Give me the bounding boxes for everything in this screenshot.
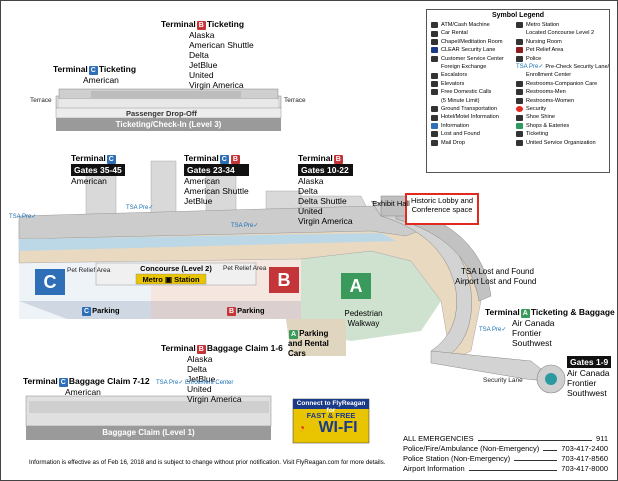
tsa-enrollment-label: TSA Pre✓ Enrollment Center [156, 380, 234, 386]
escalator-icon [431, 72, 438, 79]
legend-left-column: ATM/Cash Machine Car Rental Chapel/Medit… [431, 21, 516, 147]
atm-icon [431, 22, 438, 29]
car-rental-icon [431, 30, 438, 37]
terminal-b-letter: B [277, 270, 291, 290]
chapel-icon [431, 39, 438, 46]
tsa-pre-left: TSA Pre✓ [9, 214, 37, 220]
baggage-level-label: Baggage Claim (Level 1) [102, 428, 195, 437]
ticketing-icon [516, 131, 523, 138]
lost-found-icon [431, 131, 438, 138]
police-icon [516, 55, 523, 62]
gates-10-22-label: Gates 10-22 [298, 164, 353, 176]
pedestrian-walkway-label: Pedestrian Walkway [344, 309, 383, 328]
wifi-icon: ◔ [298, 421, 306, 435]
lost-and-found-label: TSA Lost and Found Airport Lost and Foun… [455, 267, 537, 286]
terminal-c-letter: C [43, 272, 57, 292]
historic-lobby-label: Historic Lobby and Conference space [410, 196, 474, 214]
clear-security-icon [431, 47, 438, 54]
customer-service-icon [431, 55, 438, 62]
shoe-shine-icon [516, 114, 523, 121]
tsa-pre-right: TSA Pre✓ [231, 223, 259, 229]
gates-35-45-label: Gates 35-45 [71, 164, 125, 176]
information-icon [431, 123, 438, 130]
metro-station-label: Metro ▣ Station [142, 275, 200, 284]
ground-transport-icon [431, 106, 438, 113]
uso-icon [516, 139, 523, 146]
security-icon [516, 106, 523, 113]
passenger-dropoff: Passenger Drop-Off [126, 109, 197, 118]
companion-restroom-icon [516, 81, 523, 88]
ticketing-level-label: Ticketing/Check-In (Level 3) [115, 120, 222, 129]
womens-restroom-icon [516, 97, 523, 104]
legend-right-column: Metro Station Located Concourse Level 2 … [516, 22, 610, 146]
wifi-connect: Connect to FlyReagan for [296, 400, 366, 414]
footer-note: Information is effective as of Feb 16, 2… [29, 459, 386, 466]
elevator-icon [431, 81, 438, 88]
tsa-precheck-icon: TSA Pre✓ [516, 64, 544, 71]
symbol-legend: Symbol Legend ATM/Cash Machine Car Renta… [426, 9, 610, 173]
exhibit-hall-label: Exhibit Hall [372, 199, 410, 208]
shops-eateries-icon [516, 123, 523, 130]
nursing-room-icon [516, 39, 523, 46]
tsa-pre-center: TSA Pre✓ [126, 205, 154, 211]
metro-icon: ▣ [164, 275, 173, 284]
hotel-icon [431, 114, 438, 121]
pet-relief-icon [516, 47, 523, 54]
wifi-fast: FAST & FREE [306, 411, 356, 420]
mens-restroom-icon [516, 89, 523, 96]
pet-relief-b: Pet Relief Area [223, 265, 267, 272]
wifi-label: WI-FI [318, 419, 358, 436]
phone-icon [431, 89, 438, 96]
security-lane-a: Security Lane [483, 377, 523, 384]
concourse-label: Concourse (Level 2) [140, 264, 212, 273]
terrace-left: Terrace [30, 97, 52, 104]
emergency-row: Police/Fire/Ambulance (Non-Emergency)703… [403, 444, 608, 453]
terrace-right: Terrace [284, 97, 306, 104]
tsa-pre-terminal-a: TSA Pre✓ [479, 327, 507, 333]
mail-drop-icon [431, 139, 438, 146]
terminal-a-letter: A [349, 276, 363, 296]
emergency-row: Police Station (Non-Emergency)703-417-85… [403, 454, 608, 463]
gates-1-9: Gates 1-9 Air Canada Frontier Southwest [567, 356, 612, 398]
gates-23-34-label: Gates 23-34 [184, 164, 249, 176]
metro-icon [516, 22, 523, 29]
legend-title: Symbol Legend [491, 12, 545, 19]
pet-relief-c: Pet Relief Area [67, 267, 111, 274]
